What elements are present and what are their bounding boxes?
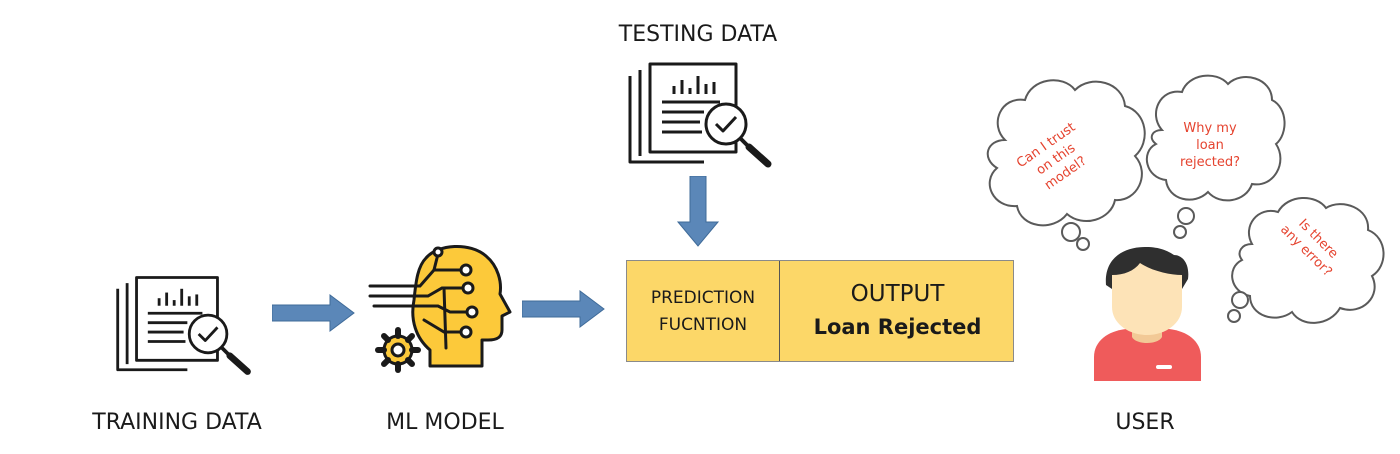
user-label: USER <box>1115 410 1175 435</box>
thought-bubble-error <box>1227 196 1385 324</box>
arrow-right-icon <box>522 290 605 328</box>
thought-text-loan: Why my loan rejected? <box>1170 120 1250 171</box>
prediction-function-label: PREDICTION FUCNTION <box>627 285 779 339</box>
training-document-icon <box>116 276 251 375</box>
training-data-label: TRAINING DATA <box>92 410 262 435</box>
output-title: OUTPUT <box>850 281 945 307</box>
user-avatar-icon <box>1094 247 1201 381</box>
prediction-function-line1: PREDICTION <box>650 288 756 308</box>
prediction-function-line2: FUCNTION <box>658 315 748 335</box>
arrow-down-icon <box>676 176 720 247</box>
testing-document-icon <box>628 62 772 168</box>
ai-head-icon <box>368 244 512 373</box>
prediction-output-box: PREDICTION FUCNTION OUTPUT Loan Rejected <box>626 260 1014 362</box>
ml-model-label: ML MODEL <box>386 410 504 435</box>
thought-line: rejected? <box>1179 155 1241 170</box>
testing-data-label: TESTING DATA <box>618 22 778 47</box>
box-divider <box>779 261 780 361</box>
thought-line: Why my <box>1183 121 1237 136</box>
output-value: Loan Rejected <box>813 315 982 339</box>
thought-bubble-loan <box>1146 74 1286 239</box>
thought-bubble-trust <box>986 79 1146 251</box>
thought-line: loan <box>1196 138 1224 153</box>
arrow-right-icon <box>272 294 355 332</box>
